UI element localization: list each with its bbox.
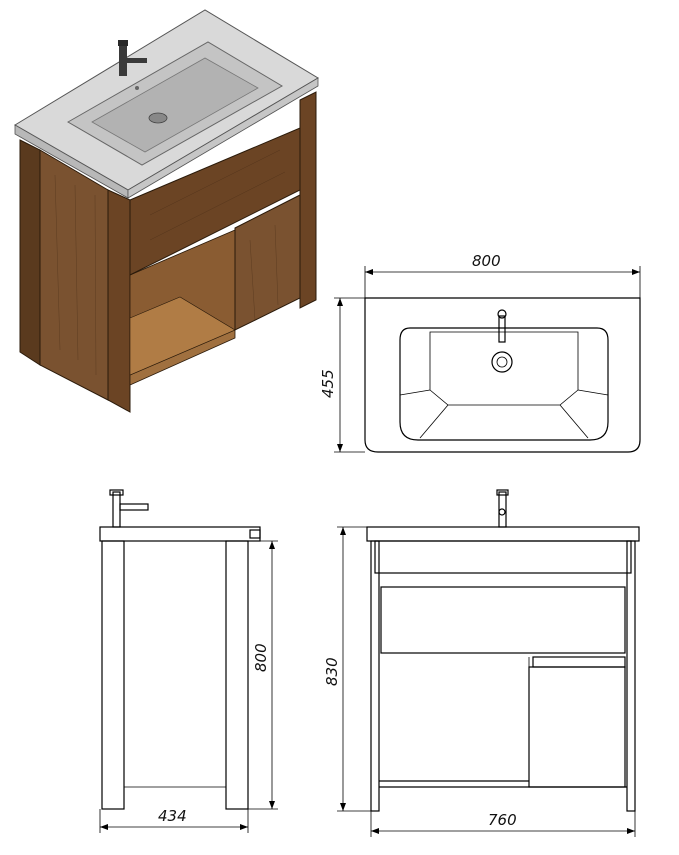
- side-view-faucet-icon: [112, 491, 121, 528]
- dim-top-depth: 455: [319, 369, 337, 398]
- overflow-hole-icon: [135, 86, 139, 90]
- side-view: 800 434: [99, 489, 278, 833]
- side-view-right-leg: [225, 540, 249, 810]
- top-view-faucet-icon: [498, 315, 506, 343]
- front-view-door: [528, 666, 626, 788]
- cabinet-door: [234, 194, 301, 331]
- dim-top-width: 800: [472, 252, 501, 270]
- side-view-left-leg: [101, 540, 125, 810]
- top-view-bowl-outer: [399, 327, 609, 441]
- basin-bowl-inner: [91, 57, 259, 153]
- side-view-countertop: [99, 526, 261, 542]
- front-view-faucet-icon: [498, 491, 507, 528]
- dim-side-height: 800: [252, 643, 270, 672]
- left-leg-front: [107, 189, 131, 413]
- front-view-drawer: [380, 586, 626, 654]
- left-side-panel: [19, 139, 41, 366]
- drain-icon: [148, 112, 168, 124]
- wood-grain: [54, 149, 286, 376]
- top-view-drain-icon: [491, 351, 513, 373]
- top-view-outline: [364, 297, 641, 453]
- dim-front-height: 830: [323, 657, 341, 686]
- front-view: 830 760: [323, 489, 640, 837]
- front-view-right-leg: [626, 540, 636, 812]
- faucet-spout: [125, 58, 147, 63]
- basin-right-edge: [127, 77, 319, 199]
- faucet-handle: [118, 40, 128, 46]
- right-leg: [299, 91, 317, 309]
- faucet-body: [119, 46, 127, 76]
- dim-front-width: 760: [488, 811, 517, 829]
- front-view-left-leg: [370, 540, 380, 812]
- drawer-front: [129, 127, 301, 276]
- vanity-3d-render: [14, 9, 319, 413]
- left-outer-face: [39, 149, 109, 401]
- top-view: 800 455: [319, 252, 641, 453]
- front-view-countertop: [366, 526, 640, 542]
- top-view-bowl-inner: [429, 331, 579, 406]
- dim-side-depth: 434: [158, 807, 187, 825]
